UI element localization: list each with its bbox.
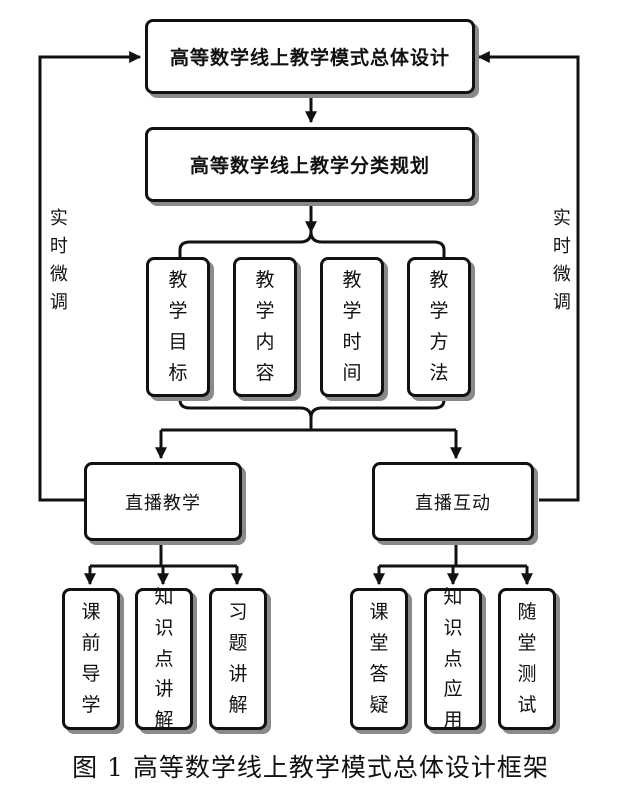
item-label: 课堂答疑 [369, 601, 389, 716]
live-interaction-label: 直播互动 [415, 492, 491, 514]
live-interaction-box: 直播互动 [372, 462, 534, 541]
category-label: 教学时间 [342, 269, 362, 384]
side-label-right: 实时微调 [552, 208, 571, 313]
category-label: 教学内容 [255, 269, 275, 384]
figure-caption: 图 1 高等数学线上教学模式总体设计框架 [72, 753, 549, 782]
classification-planning-label: 高等数学线上教学分类规划 [189, 155, 430, 177]
classification-planning-box: 高等数学线上教学分类规划 [145, 127, 475, 202]
live-teaching-label: 直播教学 [125, 492, 201, 514]
category-box-teaching-goal: 教学目标 [146, 257, 210, 397]
category-box-teaching-time: 教学时间 [320, 257, 384, 397]
feedback-loop-left [38, 51, 142, 502]
overall-design-label: 高等数学线上教学模式总体设计 [169, 47, 450, 69]
category-box-teaching-content: 教学内容 [233, 257, 297, 397]
item-label: 随堂测试 [517, 601, 537, 716]
category-box-teaching-method: 教学方法 [407, 257, 471, 397]
category-label: 教学方法 [429, 269, 449, 384]
item-box-knowledge-explanation: 知识点讲解 [135, 586, 193, 731]
item-label: 知识点讲解 [154, 586, 174, 732]
brace-top [178, 231, 446, 260]
item-box-in-class-test: 随堂测试 [498, 588, 556, 730]
item-label: 知识点应用 [443, 586, 463, 732]
item-box-knowledge-application: 知识点应用 [424, 586, 482, 731]
overall-design-box: 高等数学线上教学模式总体设计 [145, 19, 475, 94]
brace-bottom [178, 394, 446, 419]
item-label: 课前导学 [81, 601, 101, 716]
category-label: 教学目标 [168, 269, 188, 384]
live-teaching-box: 直播教学 [84, 462, 242, 541]
item-box-exercise-explanation: 习题讲解 [209, 588, 267, 730]
item-label: 习题讲解 [228, 601, 248, 716]
side-label-left: 实时微调 [49, 208, 68, 313]
feedback-loop-right [477, 51, 580, 502]
item-box-class-qa: 课堂答疑 [350, 588, 408, 730]
item-box-pre-class-guide: 课前导学 [62, 588, 120, 730]
